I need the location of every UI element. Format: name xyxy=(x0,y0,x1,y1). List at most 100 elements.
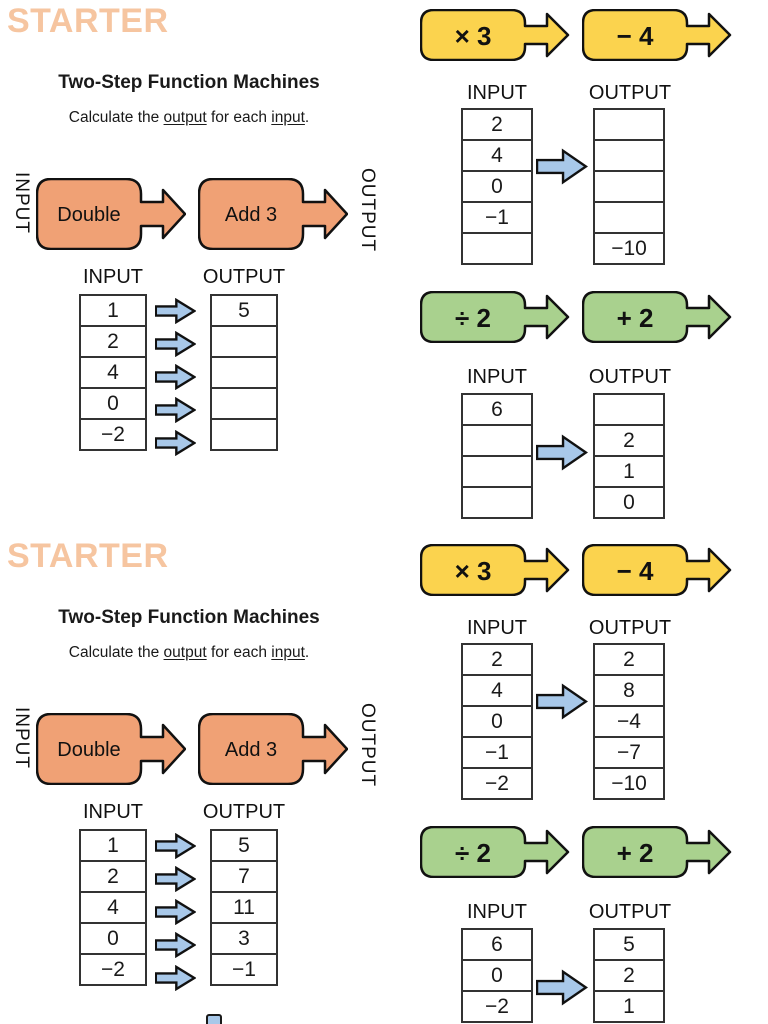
table-cell: 4 xyxy=(79,356,147,389)
table-cell: 2 xyxy=(461,643,533,676)
input-header: INPUT xyxy=(83,801,143,823)
table-cell: 4 xyxy=(461,674,533,707)
flow-arrow-icon xyxy=(536,970,588,1005)
input-column: 1 2 4 0 −2 xyxy=(79,829,147,986)
machine-arrow-shape xyxy=(420,291,570,343)
machine-step-label: ÷ 2 xyxy=(455,303,491,333)
table-cell: 5 xyxy=(210,829,278,862)
table-cell: −7 xyxy=(593,736,665,769)
underlined-word: input xyxy=(271,644,305,661)
flow-arrow-icon xyxy=(536,149,588,184)
machine-step-label: Double xyxy=(57,204,120,226)
table-cell: −2 xyxy=(461,767,533,800)
machine-step-double: Double xyxy=(36,178,186,250)
table-cell: −4 xyxy=(593,705,665,738)
table-cell: 4 xyxy=(461,139,533,172)
machine-step-minus4: − 4 xyxy=(582,9,732,61)
table-cell: 2 xyxy=(593,424,665,457)
table-cell xyxy=(593,170,665,203)
table-cell: 0 xyxy=(461,170,533,203)
machine-step-label: ÷ 2 xyxy=(455,838,491,868)
table-cell xyxy=(210,325,278,358)
machine-input-side-label: INPUT xyxy=(11,707,32,769)
input-column: 6 0 −2 xyxy=(461,928,533,1023)
machine-step-plus2: + 2 xyxy=(582,291,732,343)
table-cell: −1 xyxy=(461,736,533,769)
input-column: 2 4 0 −1 xyxy=(461,108,533,265)
machine-step-label: + 2 xyxy=(617,303,654,333)
machine-arrow-shape xyxy=(198,178,348,250)
instruction-part: for each xyxy=(206,109,272,126)
table-cell: 2 xyxy=(593,643,665,676)
table-cell: 2 xyxy=(461,108,533,141)
row-arrow-icon xyxy=(155,965,196,991)
input-header: INPUT xyxy=(467,82,527,104)
table-cell: 1 xyxy=(593,990,665,1023)
table-cell: −2 xyxy=(461,990,533,1023)
table-cell: 1 xyxy=(593,455,665,488)
table-cell: −10 xyxy=(593,232,665,265)
table-cell: 2 xyxy=(593,959,665,992)
machine-arrow-shape xyxy=(198,713,348,785)
underlined-word: output xyxy=(163,644,207,661)
table-cell: 5 xyxy=(210,294,278,327)
table-cell: 6 xyxy=(461,928,533,961)
machine-step-label: Add 3 xyxy=(225,739,277,761)
worksheet-slide-answers: STARTER Two-Step Function Machines Calcu… xyxy=(0,535,768,1024)
instruction-part: Calculate the xyxy=(68,109,164,126)
output-header: OUTPUT xyxy=(588,82,672,104)
machine-step-add3: Add 3 xyxy=(198,178,348,250)
table-cell: 6 xyxy=(461,393,533,426)
machine-step-minus4: − 4 xyxy=(582,544,732,596)
instruction-part: . xyxy=(304,644,310,661)
machine-step-label: Add 3 xyxy=(225,204,277,226)
table-cell: 3 xyxy=(210,922,278,955)
machine-step-label: + 2 xyxy=(617,838,654,868)
output-header: OUTPUT xyxy=(588,366,672,388)
input-column: 2 4 0 −1 −2 xyxy=(461,643,533,800)
machine-output-side-label: OUTPUT xyxy=(357,703,378,788)
machine-arrow-shape xyxy=(582,291,732,343)
table-cell: 11 xyxy=(210,891,278,924)
input-header: INPUT xyxy=(467,366,527,388)
table-cell: 5 xyxy=(593,928,665,961)
machine-input-side-label: INPUT xyxy=(11,172,32,234)
machine-step-label: − 4 xyxy=(617,21,654,51)
flow-arrow-icon xyxy=(536,684,588,719)
input-header: INPUT xyxy=(467,901,527,923)
table-cell: 8 xyxy=(593,674,665,707)
machine-output-side-label: OUTPUT xyxy=(357,168,378,253)
machine-step-label: − 4 xyxy=(617,556,654,586)
machine-step-div2: ÷ 2 xyxy=(420,291,570,343)
machine-arrow-shape xyxy=(36,713,186,785)
output-column: 5 7 11 3 −1 xyxy=(210,829,278,986)
table-cell xyxy=(461,486,533,519)
table-cell: 2 xyxy=(79,325,147,358)
output-column: 2 8 −4 −7 −10 xyxy=(593,643,665,800)
row-arrow-icon xyxy=(155,298,196,324)
machine-arrow-shape xyxy=(420,544,570,596)
partial-arrow-fragment xyxy=(206,1014,222,1024)
row-arrow-icon xyxy=(155,932,196,958)
table-cell: 4 xyxy=(79,891,147,924)
instruction-part: for each xyxy=(206,644,272,661)
table-cell: 0 xyxy=(461,959,533,992)
machine-step-label: × 3 xyxy=(455,21,492,51)
output-header: OUTPUT xyxy=(588,617,672,639)
page-title: Two-Step Function Machines xyxy=(58,72,320,93)
instruction-text: Calculate the output for each input. xyxy=(0,644,378,662)
output-column: 5 2 1 xyxy=(593,928,665,1023)
machine-step-times3: × 3 xyxy=(420,9,570,61)
machine-step-label: Double xyxy=(57,739,120,761)
machine-arrow-shape xyxy=(420,9,570,61)
machine-step-times3: × 3 xyxy=(420,544,570,596)
output-column: 5 xyxy=(210,294,278,451)
table-cell xyxy=(210,356,278,389)
flow-arrow-icon xyxy=(536,435,588,470)
machine-arrow-shape xyxy=(36,178,186,250)
starter-heading: STARTER xyxy=(7,2,169,40)
output-header: OUTPUT xyxy=(588,901,672,923)
instruction-text: Calculate the output for each input. xyxy=(0,109,378,127)
table-cell: 7 xyxy=(210,860,278,893)
